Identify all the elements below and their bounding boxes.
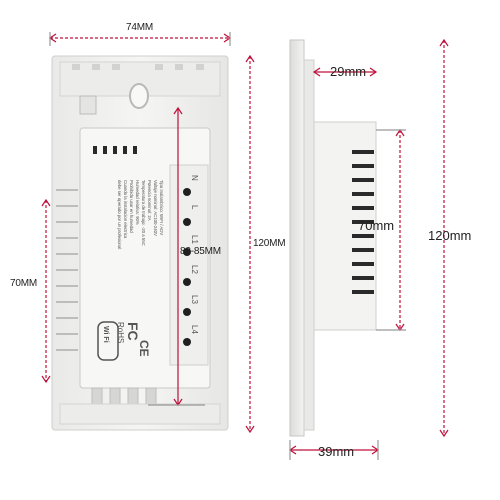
dim-mount-spacing: 70MM <box>10 278 37 289</box>
terminal-screw <box>183 338 191 346</box>
terminal-label: L <box>190 205 199 210</box>
fcc-mark: FC <box>125 322 141 341</box>
side-vent-slot <box>352 290 374 294</box>
side-vent-slot <box>352 276 374 280</box>
spec-line: Tipo Inalambrico: WIFI / ADV <box>159 180 164 235</box>
side-vent-slot <box>352 178 374 182</box>
terminal-screw <box>183 188 191 196</box>
switch-side-view <box>289 39 377 437</box>
rohs-mark: RoHS <box>116 322 125 343</box>
terminal-screw <box>183 218 191 226</box>
side-clip <box>79 95 97 115</box>
spec-label: Tipo Inalambrico: WIFI / ADV Voltaje nom… <box>117 180 164 249</box>
left-ribs <box>56 189 78 351</box>
spec-line: Voltaje nominal: AC100-240V <box>153 180 158 236</box>
terminal-label: L2 <box>190 265 199 274</box>
switch-back-view: Tipo Inalambrico: WIFI / ADV Voltaje nom… <box>51 55 229 431</box>
vent-top <box>93 146 137 154</box>
terminal-label: L3 <box>190 295 199 304</box>
side-plate <box>289 39 305 437</box>
wifi-logo: Wi Fi <box>97 321 119 361</box>
ce-mark: CE <box>137 340 151 357</box>
side-module <box>313 121 377 331</box>
top-slots <box>72 64 204 70</box>
bottom-frame <box>59 403 221 425</box>
dim-terminal-span: 83-85MM <box>180 246 221 257</box>
spec-line: debe ser operado por un profesional <box>117 180 122 249</box>
terminal-block <box>169 164 209 366</box>
mount-hole <box>129 83 149 109</box>
side-vents <box>352 150 374 294</box>
dim-side-depth-bottom: 39mm <box>318 444 355 459</box>
side-vent-slot <box>352 248 374 252</box>
terminal-screw <box>183 308 191 316</box>
terminal-label: L4 <box>190 325 199 334</box>
spec-line: Cuando la instalacion electrica <box>123 180 128 239</box>
side-vent-slot <box>352 192 374 196</box>
dim-side-depth-top: 29mm <box>330 64 367 79</box>
side-vent-slot <box>352 206 374 210</box>
dimension-lines <box>41 32 449 460</box>
side-vent-slot <box>352 262 374 266</box>
dim-back-width: 74MM <box>126 22 153 33</box>
dim-side-spacing: 70mm <box>358 218 395 233</box>
side-vent-slot <box>352 150 374 154</box>
spec-line: Humedad relativa: 90% <box>135 180 140 225</box>
dim-side-height: 120mm <box>428 228 472 243</box>
side-vent-slot <box>352 234 374 238</box>
spec-line: Potencia nominal: 2A <box>147 180 152 221</box>
terminal-label: N <box>190 175 199 181</box>
dim-back-height: 120MM <box>253 238 286 249</box>
side-vent-slot <box>352 220 374 224</box>
side-bezel <box>303 59 315 431</box>
wifi-text: Wi Fi <box>102 326 109 343</box>
terminal-screw <box>183 248 191 256</box>
terminal-label: L1 <box>190 235 199 244</box>
terminal-screw <box>183 278 191 286</box>
spec-line: Temperatura de trabajo: -20 a 55C <box>141 180 146 246</box>
spec-line: Prohibido usar en humedad <box>129 180 134 233</box>
side-vent-slot <box>352 164 374 168</box>
